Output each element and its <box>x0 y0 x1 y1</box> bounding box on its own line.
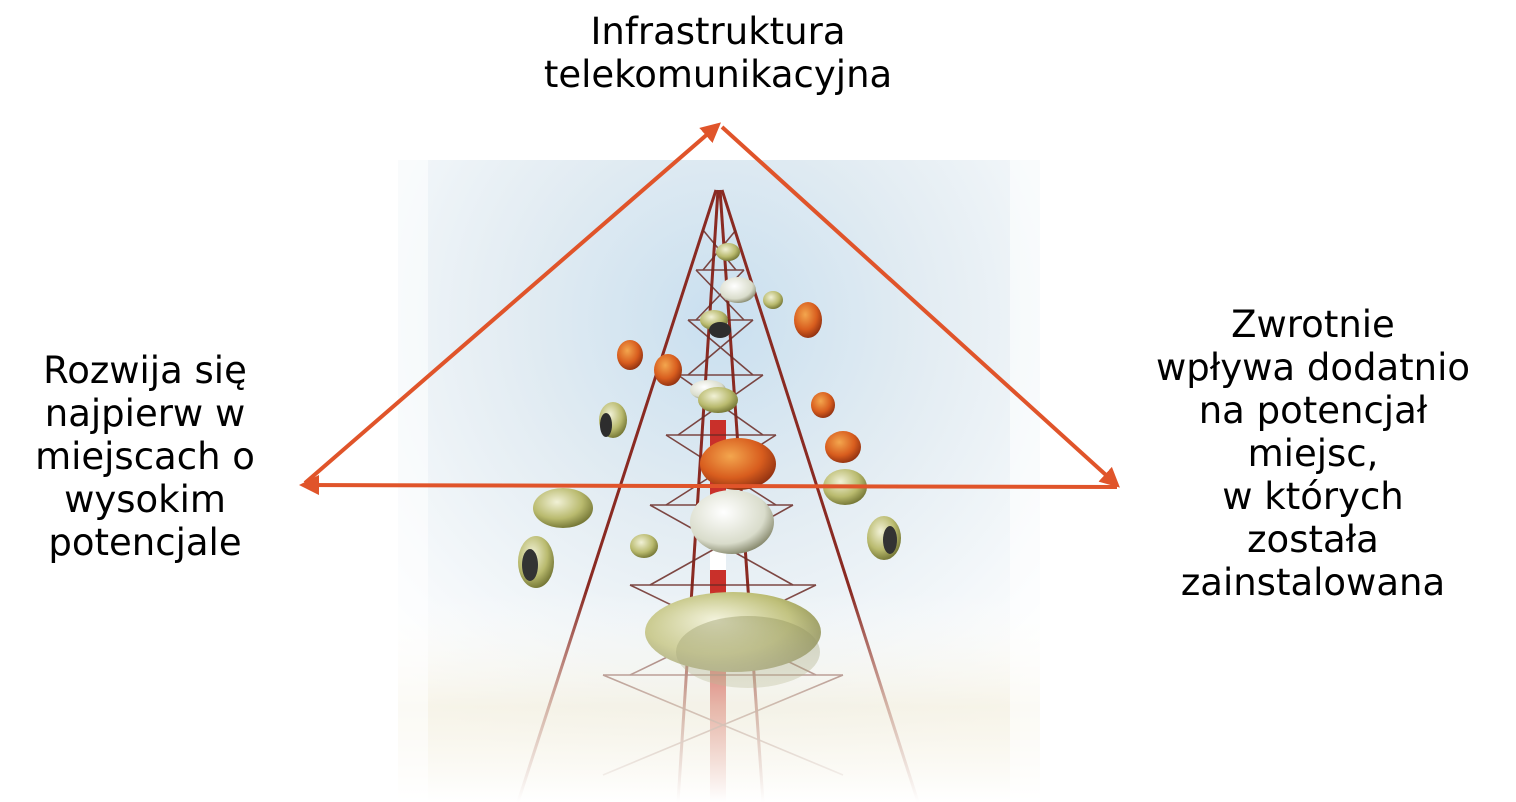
arrow-top-to-right <box>720 125 1120 488</box>
right-label-line: została <box>1247 518 1379 561</box>
right-label: Zwrotnie wpływa dodatnio na potencjał mi… <box>1110 303 1516 604</box>
right-label-line: wpływa dodatnio <box>1155 346 1470 389</box>
arrow-right-to-left <box>299 475 1118 496</box>
right-label-line: na potencjał <box>1198 389 1428 432</box>
right-label-line: w których <box>1222 475 1404 518</box>
top-label-line: Infrastruktura <box>590 10 846 53</box>
arrow-left-to-top <box>303 122 722 485</box>
telecom-tower-image <box>398 160 1040 802</box>
right-label-line: zainstalowana <box>1180 561 1446 604</box>
left-label-line: potencjale <box>48 521 242 564</box>
top-label: Infrastruktura telekomunikacyjna <box>508 10 928 96</box>
left-label-line: miejscach o <box>35 435 255 478</box>
left-label: Rozwija się najpierw w miejscach o wysok… <box>0 349 290 564</box>
left-label-line: wysokim <box>64 478 226 521</box>
right-label-line: miejsc, <box>1247 432 1379 475</box>
left-label-line: najpierw w <box>44 392 246 435</box>
right-label-line: Zwrotnie <box>1231 303 1395 346</box>
left-label-line: Rozwija się <box>43 349 247 392</box>
top-label-line: telekomunikacyjna <box>543 53 893 96</box>
